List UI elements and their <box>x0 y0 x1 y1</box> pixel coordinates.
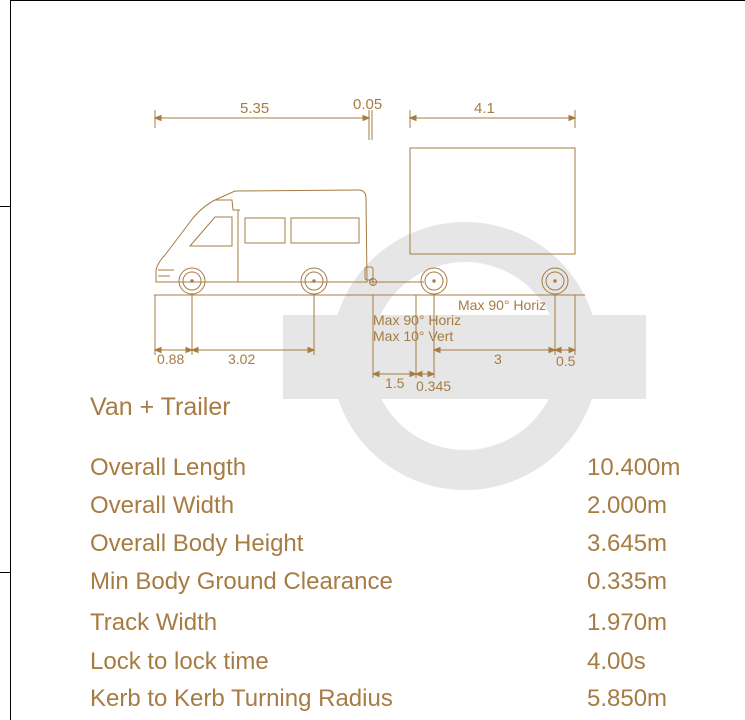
frame-tick-upper <box>0 206 10 207</box>
spec-label-body-height: Overall Body Height <box>90 530 304 557</box>
trailer-pivot-note: Max 90° Horiz <box>458 297 546 313</box>
lower-dimensions <box>153 295 577 378</box>
spec-value-turning-radius: 5.850m <box>587 685 668 712</box>
trailer-length-label: 4.1 <box>474 100 495 117</box>
spec-label-turning-radius: Kerb to Kerb Turning Radius <box>90 685 393 712</box>
trailer-wheel <box>541 267 569 295</box>
spec-label-ground-clearance: Min Body Ground Clearance <box>90 568 393 595</box>
hitch-vert-note: Max 10° Vert <box>373 328 453 344</box>
frame-tick-lower <box>0 572 10 573</box>
van-length-dimension <box>153 110 373 140</box>
trailer-length-dimension <box>408 110 577 128</box>
spec-label-overall-length: Overall Length <box>90 454 247 481</box>
frame-left-border <box>10 0 11 720</box>
hitch-wheel <box>420 267 448 295</box>
van-wheelbase-label: 3.02 <box>228 351 255 367</box>
spec-label-track-width: Track Width <box>90 609 218 636</box>
drawbar-label: 0.345 <box>416 378 451 394</box>
spec-value-ground-clearance: 0.335m <box>587 568 668 595</box>
spec-value-lock-time: 4.00s <box>587 648 646 675</box>
van-rear-wheel <box>300 267 328 295</box>
spec-value-overall-width: 2.000m <box>587 492 668 519</box>
rear-overhang-label: 0.5 <box>556 353 576 369</box>
van-front-wheel <box>178 267 206 295</box>
watermark-roundel-icon <box>283 222 646 490</box>
hitch-offset-label: 1.5 <box>385 375 405 391</box>
spec-label-lock-time: Lock to lock time <box>90 648 269 675</box>
spec-value-overall-length: 10.400m <box>587 454 681 481</box>
frame-top-border <box>10 0 745 1</box>
trailer-axle-label: 3 <box>494 351 502 367</box>
hitch-gap-label: 0.05 <box>353 96 382 113</box>
diagram-title: Van + Trailer <box>90 393 231 421</box>
spec-label-overall-width: Overall Width <box>90 492 235 519</box>
front-overhang-label: 0.88 <box>157 351 184 367</box>
hitch-horiz-note: Max 90° Horiz <box>373 312 461 328</box>
trailer-body <box>409 147 576 255</box>
spec-value-body-height: 3.645m <box>587 530 668 557</box>
spec-value-track-width: 1.970m <box>587 609 668 636</box>
van-length-label: 5.35 <box>240 100 269 117</box>
